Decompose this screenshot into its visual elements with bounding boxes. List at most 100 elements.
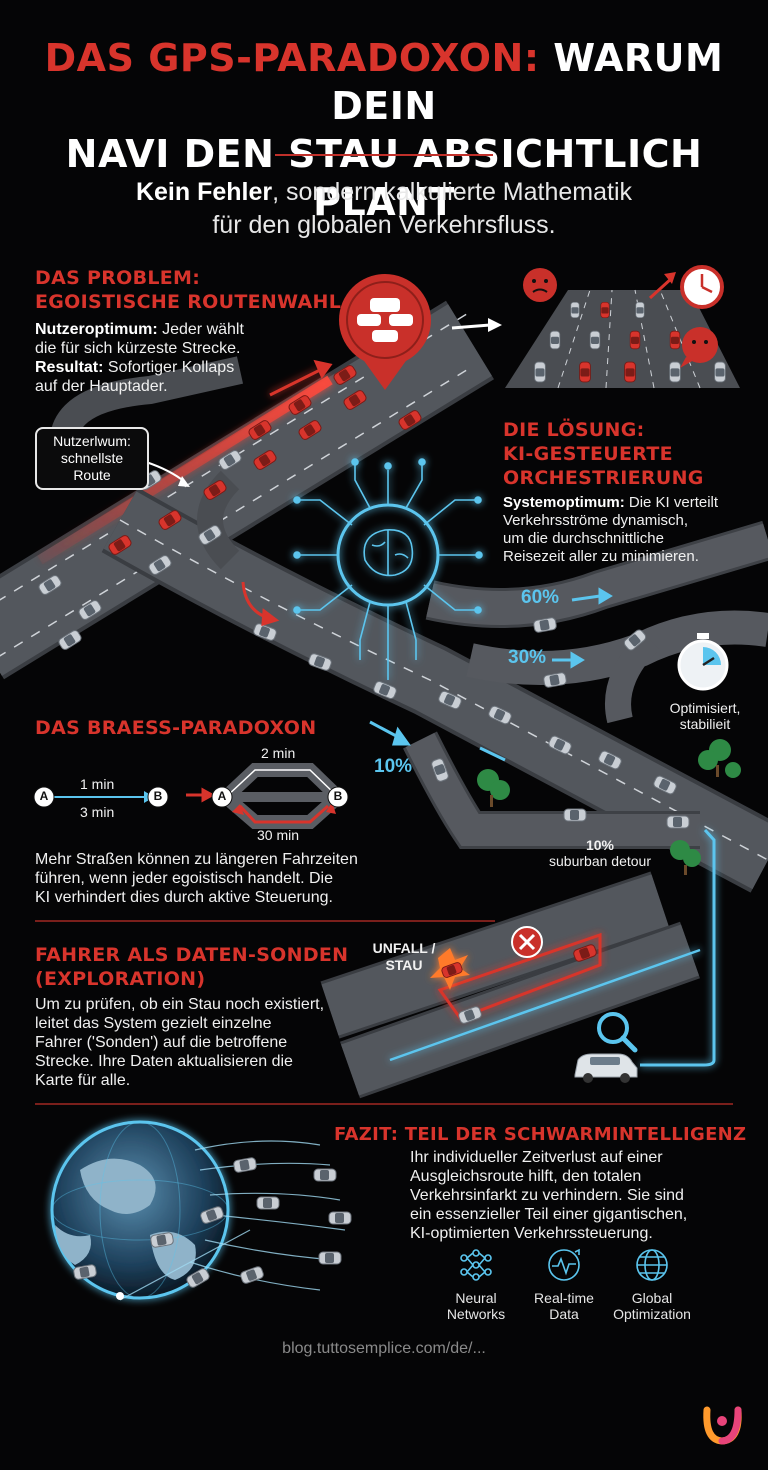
globe-icon <box>636 1249 668 1281</box>
icon-label-realtime: Real-time Data <box>524 1290 604 1322</box>
subtitle-rest: , sondern kalkulierte Mathematik <box>272 178 633 206</box>
crash-icon <box>430 948 470 990</box>
probes-text-c: Fahrer ('Sonden') auf die betroffene <box>35 1034 288 1051</box>
page-title: DAS GPS-PARADOXON: WARUM DEIN NAVI DEN S… <box>0 34 768 226</box>
probes-heading-line1: FAHRER ALS DATEN-SONDEN <box>35 944 349 966</box>
callout-line3: Route <box>73 467 111 483</box>
solution-heading-line3: ORCHESTRIERUNG <box>503 467 704 489</box>
brand-logo <box>703 1406 742 1445</box>
trees <box>477 739 741 875</box>
subtitle-line2: für den globalen Verkehrsfluss. <box>212 211 556 239</box>
accident-label: UNFALL / STAU <box>366 940 442 974</box>
probes-heading: FAHRER ALS DATEN-SONDEN (EXPLORATION) <box>35 943 348 991</box>
problem-text: Nutzeroptimum: Jeder wählt die für sich … <box>35 320 335 396</box>
icon-label-neural-l1: Neural <box>455 1290 497 1306</box>
stopwatch-red-icon <box>680 265 724 309</box>
globe-network-illustration <box>50 1120 352 1301</box>
braess-diagram <box>33 763 349 829</box>
neural-network-icon <box>460 1249 492 1281</box>
braess-30min: 30 min <box>257 827 300 843</box>
icon-label-realtime-l1: Real-time <box>534 1290 594 1306</box>
braess-node-a1: A <box>39 789 49 803</box>
solution-label: Systemoptimum: <box>503 494 625 511</box>
detour-text: suburban detour <box>549 853 651 869</box>
traffic-jam-pin-icon <box>339 274 431 390</box>
conclusion-text-d: ein essenzieller Teil einer gigantischen… <box>410 1206 688 1223</box>
conclusion-text-a: Ihr individueller Zeitverlust auf einer <box>410 1149 663 1166</box>
braess-text-b: führen, wenn jeder egoistisch handelt. D… <box>35 870 333 887</box>
solution-heading-line1: DIE LÖSUNG: <box>503 419 645 441</box>
probes-text-b: leitet das System gezielt einzelne <box>35 1015 272 1032</box>
probes-heading-line2: (EXPLORATION) <box>35 968 206 990</box>
braess-text: Mehr Straßen können zu längeren Fahrzeit… <box>35 850 415 907</box>
braess-node-b2: B <box>333 789 343 803</box>
icon-label-global-l2: Optimization <box>613 1306 691 1322</box>
problem-heading-line2: EGOISTISCHE ROUTENWAHL <box>35 291 342 313</box>
braess-node-b1: B <box>153 789 163 803</box>
angry-driver-icon <box>523 268 557 302</box>
title-part1: DAS GPS-PARADOXON: <box>44 36 540 80</box>
conclusion-text-e: KI-optimierten Verkehrssteuerung. <box>410 1225 653 1242</box>
probes-text-d: Strecke. Ihre Daten aktualisieren die <box>35 1053 293 1070</box>
detour-label: 10% suburban detour <box>535 837 665 869</box>
conclusion-heading: FAZIT: TEIL DER SCHWARMINTELLIGENZ <box>334 1124 747 1145</box>
braess-node-a2: A <box>217 789 227 803</box>
braess-text-c: KI verhindert dies durch aktive Steuerun… <box>35 889 333 906</box>
subtitle-bold: Kein Fehler <box>135 178 273 206</box>
icon-label-realtime-l2: Data <box>549 1306 579 1322</box>
title-divider <box>275 154 493 156</box>
braess-text-a: Mehr Straßen können zu längeren Fahrzeit… <box>35 851 358 868</box>
accident-line2: STAU <box>385 957 423 973</box>
solution-text: Systemoptimum: Die KI verteilt Verkehrss… <box>503 494 765 566</box>
callout-line1: Nutzerlwum: <box>53 433 131 449</box>
angry-face-bubble-icon <box>680 327 718 368</box>
title-part2: WARUM DEIN <box>331 36 724 128</box>
optimized-line2: stabilieit <box>679 716 731 732</box>
ai-brain-circuit-icon <box>293 458 483 680</box>
braess-heading: DAS BRAESS-PARADOXON <box>35 717 317 739</box>
icon-label-global-l1: Global <box>631 1290 673 1306</box>
callout-line2: schnellste <box>60 450 124 466</box>
solution-text-a: Die KI verteilt <box>624 494 719 511</box>
red-arrows <box>186 359 333 803</box>
magnifier-icon <box>597 1012 638 1053</box>
icon-label-neural-l2: Networks <box>446 1306 506 1322</box>
share-10-label: 10% <box>374 756 413 777</box>
problem-text2b: auf der Hauptader. <box>35 378 168 395</box>
icon-label-neural: Neural Networks <box>436 1290 516 1322</box>
problem-text1a: Jeder wählt <box>157 321 244 338</box>
optimized-line1: Optimisiert, <box>669 700 741 716</box>
problem-label1: Nutzeroptimum: <box>35 321 158 338</box>
solution-text-d: Reisezeit aller zu minimieren. <box>503 548 699 565</box>
feature-icons <box>460 1248 668 1281</box>
gridlock-illustration <box>505 289 740 389</box>
icon-label-global: Global Optimization <box>604 1290 700 1322</box>
braess-1min: 1 min <box>80 776 115 792</box>
conclusion-text-c: Verkehrsinfarkt zu verhindern. Sie sind <box>410 1187 684 1204</box>
realtime-data-icon <box>548 1248 580 1281</box>
solution-heading-line2: KI-GESTEUERTE <box>503 443 673 465</box>
detour-pct: 10% <box>585 837 615 853</box>
probes-text: Um zu prüfen, ob ein Stau noch existiert… <box>35 995 365 1090</box>
braess-3min: 3 min <box>80 804 115 820</box>
solution-heading: DIE LÖSUNG: KI-GESTEUERTE ORCHESTRIERUNG <box>503 418 704 490</box>
user-wish-callout: Nutzerlwum: schnellste Route <box>35 427 149 490</box>
share-30-label: 30% <box>508 647 547 668</box>
probes-text-e: Karte für alle. <box>35 1072 131 1089</box>
share-60-label: 60% <box>521 587 560 608</box>
probe-car-icon <box>574 1053 638 1083</box>
conclusion-text-b: Ausgleichsroute hilft, den totalen <box>410 1168 642 1185</box>
braess-2min: 2 min <box>261 745 296 761</box>
source-url: blog.tuttosemplice.com/de/... <box>282 1340 486 1357</box>
problem-label2: Resultat: <box>35 359 104 376</box>
stopwatch-optimized-icon <box>677 633 729 691</box>
subtitle: Kein Fehler, sondern kalkulierte Mathema… <box>0 176 768 242</box>
blocked-x-icon <box>511 926 543 958</box>
probes-text-a: Um zu prüfen, ob ein Stau noch existiert… <box>35 996 325 1013</box>
accident-road <box>320 871 701 1099</box>
lower-highway <box>101 487 768 893</box>
problem-heading-line1: DAS PROBLEM: <box>35 267 201 289</box>
solution-text-b: Verkehrsströme dynamisch, <box>503 512 689 529</box>
optimized-label: Optimisiert, stabilieit <box>650 700 760 732</box>
problem-text1b: die für sich kürzeste Strecke. <box>35 340 241 357</box>
